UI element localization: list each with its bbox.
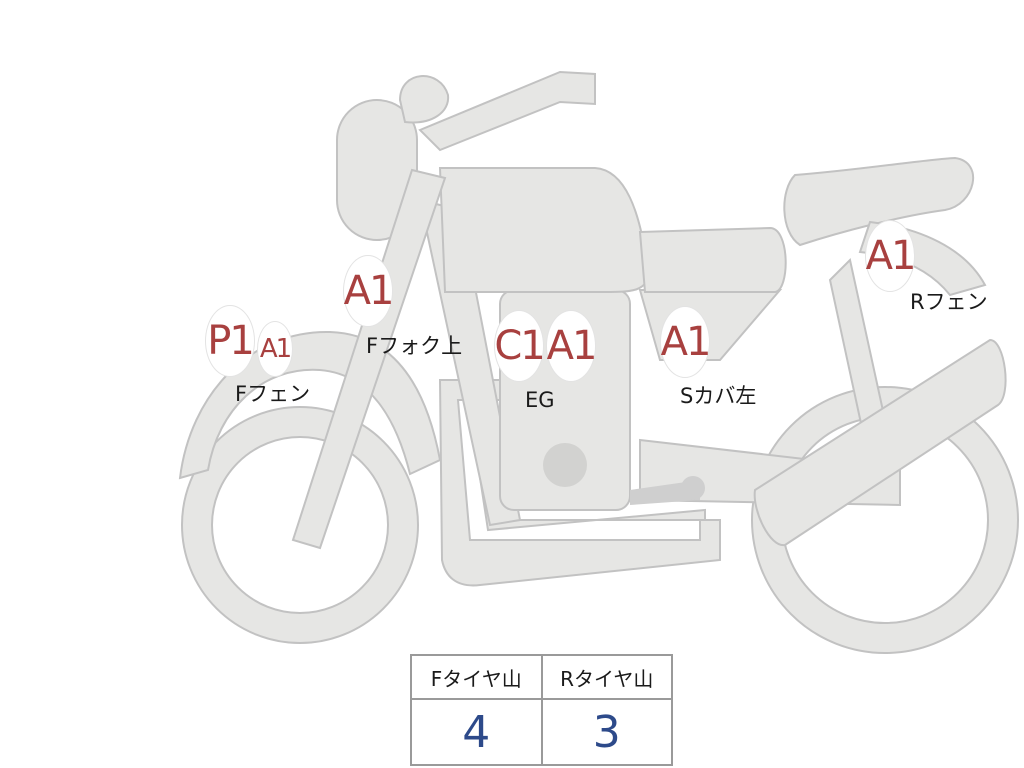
seat	[638, 226, 787, 293]
frame-lower	[438, 379, 721, 587]
header-front-tire-tread: Fタイヤ山	[410, 654, 543, 700]
value-rear-tire-tread: 3	[540, 698, 673, 766]
handlebar	[418, 70, 596, 152]
damage-badge-engine-a1: A1	[546, 310, 597, 382]
tire-tread-table: Fタイヤ山 Rタイヤ山 4 3	[410, 654, 673, 766]
damage-badge-front-fork-a1: A1	[343, 255, 394, 327]
damage-badge-front-fender-p1: P1	[205, 305, 255, 377]
damage-badge-rear-fender-a1: A1	[865, 220, 916, 292]
damage-badge-front-fender-a1: A1	[257, 321, 293, 377]
label-front-fender: Fフェン	[235, 382, 311, 406]
label-rear-fender: Rフェン	[910, 290, 988, 314]
label-front-fork-upper: Fフォク上	[366, 334, 463, 358]
front-wheel	[182, 407, 418, 643]
damage-badge-engine-c1: C1	[494, 310, 546, 382]
muffler	[753, 338, 1007, 547]
front-fork	[291, 168, 447, 550]
damage-badge-side-cover-a1: A1	[660, 306, 711, 378]
header-rear-tire-tread: Rタイヤ山	[540, 654, 673, 700]
fuel-tank	[438, 167, 650, 293]
value-front-tire-tread: 4	[410, 698, 543, 766]
label-side-cover-left: Sカバ左	[680, 384, 757, 408]
headlight	[336, 99, 418, 241]
label-engine: EG	[525, 388, 555, 412]
